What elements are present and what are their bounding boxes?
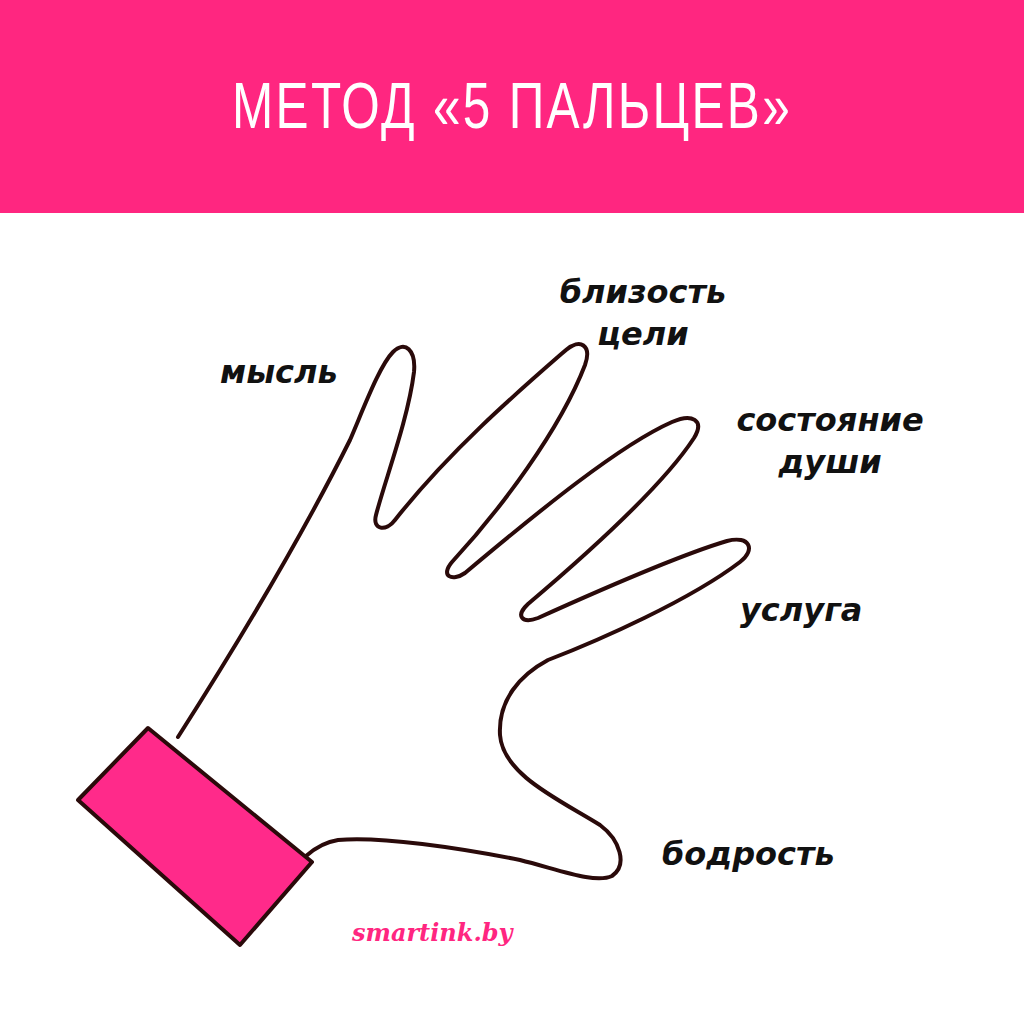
hand-outline <box>178 344 749 878</box>
watermark: smartink.by <box>352 918 512 947</box>
title-text: МЕТОД «5 ПАЛЬЦЕВ» <box>232 69 792 143</box>
finger-label: услуга <box>740 590 862 632</box>
sleeve-cuff <box>78 728 312 945</box>
finger-label: состояние души <box>730 400 930 483</box>
finger-label: близость цели <box>543 272 743 355</box>
finger-label: мысль <box>220 352 338 394</box>
finger-label: бодрость <box>662 834 835 876</box>
